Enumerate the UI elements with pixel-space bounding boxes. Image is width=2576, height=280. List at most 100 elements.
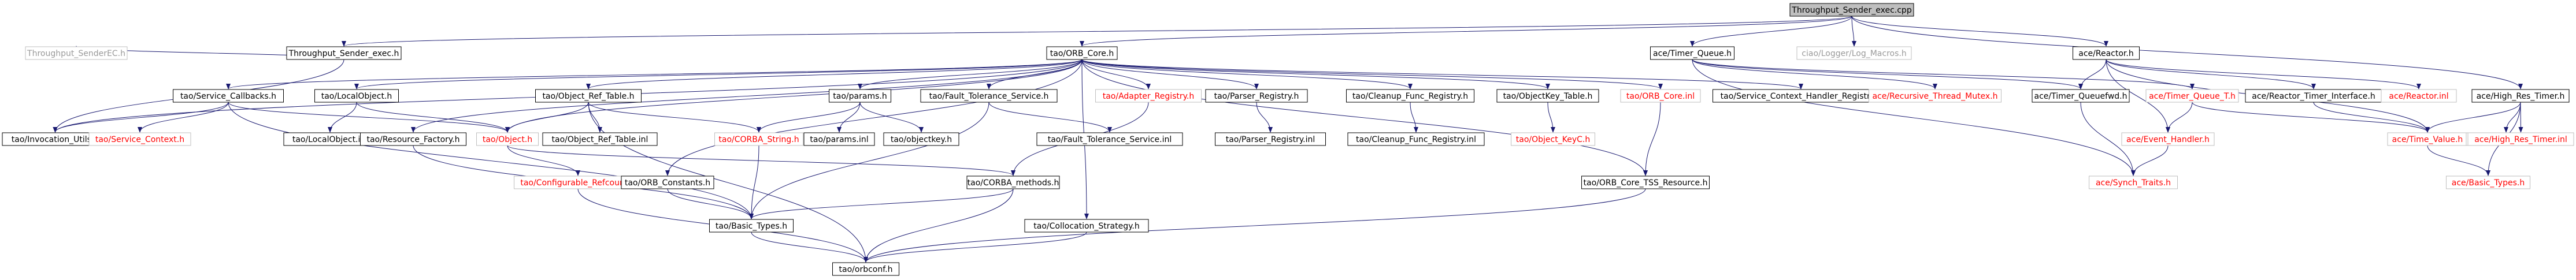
edge-throughput-sender-exec-cpp-to-ace-high-res-timer-h [1851, 16, 2523, 89]
node-ace-high-res-timer-inl: ace/High_Res_Timer.inl [2467, 132, 2574, 146]
node-tao-corba-methods-h[interactable]: tao/CORBA_methods.h [966, 176, 1060, 189]
node-ace-reactor-inl: ace/Reactor.inl [2381, 89, 2457, 103]
nodes-layer: Throughput_Sender_exec.cppThroughput_Sen… [2, 3, 2574, 276]
edge-tao-fault-tolerance-service-h-to-tao-basic-types-h [749, 102, 989, 219]
node-box [1496, 89, 1599, 103]
node-label: tao/Service_Context.h [95, 135, 184, 144]
node-tao-invocation-utils-h[interactable]: tao/Invocation_Utils.h [2, 132, 109, 146]
node-box [1095, 89, 1202, 103]
node-tao-object-ref-table-inl[interactable]: tao/Object_Ref_Table.inl [542, 132, 658, 146]
edge-tao-params-h-to-tao-objectkey-h [859, 102, 924, 133]
edge-tao-orb-core-h-to-tao-localobject-h [354, 59, 1083, 89]
node-label: ace/Synch_Traits.h [2096, 178, 2171, 188]
edge-tao-orb-core-h-to-tao-adapter-registry-h [1081, 59, 1151, 89]
node-ace-high-res-timer-h[interactable]: ace/High_Res_Timer.h [2471, 89, 2570, 103]
edge-ace-timer-queue-h-to-ace-timer-queue-t-h [1692, 59, 2195, 89]
node-label: tao/LocalObject.inl [292, 135, 368, 144]
node-label: ace/High_Res_Timer.inl [2474, 135, 2567, 144]
node-ace-recursive-thread-mutex-h: ace/Recursive_Thread_Mutex.h [1869, 89, 2002, 103]
edge-tao-localobject-h-to-tao-object-h [356, 102, 510, 133]
node-tao-collocation-strategy-h[interactable]: tao/Collocation_Strategy.h [1024, 219, 1149, 233]
edge-ace-high-res-timer-h-to-ace-time-value-h [2425, 102, 2521, 133]
node-tao-localobject-h[interactable]: tao/LocalObject.h [314, 89, 399, 103]
node-label: tao/objectkey.h [891, 135, 952, 144]
node-label: tao/ORB_Core.inl [1626, 92, 1695, 101]
edge-tao-orb-core-h-to-tao-service-context-handler-registry-h [1081, 59, 1803, 89]
node-tao-cleanup-func-registry-inl[interactable]: tao/Cleanup_Func_Registry.inl [1347, 132, 1485, 146]
edge-tao-service-callbacks-h-to-tao-service-context-h [138, 102, 229, 133]
node-tao-service-callbacks-h[interactable]: tao/Service_Callbacks.h [173, 89, 284, 103]
node-label: tao/CORBA_methods.h [968, 178, 1059, 188]
node-box [1789, 3, 1914, 17]
node-box [1620, 89, 1701, 103]
node-box [2089, 176, 2178, 189]
node-ace-reactor-timer-interface-h[interactable]: ace/Reactor_Timer_Interface.h [2245, 89, 2382, 103]
node-tao-basic-types-h[interactable]: tao/Basic_Types.h [709, 219, 794, 233]
edge-throughput-sender-exec-cpp-to-ciao-logger-log-macros-h [1851, 16, 1856, 47]
edge-ace-time-value-h-to-ace-basic-types-h [2427, 145, 2490, 176]
edge-throughput-sender-exec-cpp-to-ace-timer-queue-h [1690, 16, 1852, 47]
edge-tao-objectkey-table-h-to-tao-object-keyc-h [1547, 102, 1555, 133]
edge-throughput-sender-exec-cpp-to-ace-reactor-h [1851, 16, 2108, 47]
node-tao-orbconf-h[interactable]: tao/orbconf.h [832, 262, 899, 276]
node-label: tao/Object_Ref_Table.h [542, 92, 634, 101]
node-ace-reactor-h[interactable]: ace/Reactor.h [2073, 46, 2140, 60]
node-label: ace/Reactor.h [2078, 49, 2133, 58]
node-box [803, 132, 875, 146]
node-box [2145, 89, 2239, 103]
node-tao-orb-core-tss-resource-h[interactable]: tao/ORB_Core_TSS_Resource.h [1581, 176, 1710, 189]
node-label: tao/ObjectKey_Table.h [1503, 92, 1593, 101]
node-tao-objectkey-table-h[interactable]: tao/ObjectKey_Table.h [1496, 89, 1599, 103]
node-throughput-sender-exec-h[interactable]: Throughput_Sender_exec.h [286, 46, 402, 60]
node-tao-service-context-handler-registry-h[interactable]: tao/Service_Context_Handler_Registry.h [1713, 89, 1889, 103]
node-tao-orb-constants-h[interactable]: tao/ORB_Constants.h [621, 176, 714, 189]
node-tao-parser-registry-h[interactable]: tao/Parser_Registry.h [1205, 89, 1308, 103]
node-tao-orb-core-inl: tao/ORB_Core.inl [1620, 89, 1701, 103]
node-box [709, 219, 794, 233]
node-tao-objectkey-h[interactable]: tao/objectkey.h [883, 132, 959, 146]
node-tao-parser-registry-inl[interactable]: tao/Parser_Registry.inl [1215, 132, 1326, 146]
edge-tao-object-h-to-tao-configurable-refcount-h [507, 145, 580, 176]
node-tao-fault-tolerance-service-inl[interactable]: tao/Fault_Tolerance_Service.inl [1036, 132, 1183, 146]
node-box [314, 89, 399, 103]
node-label: tao/Parser_Registry.inl [1226, 135, 1315, 144]
node-label: ciao/Logger/Log_Macros.h [1802, 49, 1906, 58]
edge-tao-object-ref-table-h-to-tao-orbconf-h [588, 102, 868, 263]
node-ace-timer-queue-h[interactable]: ace/Timer_Queue.h [1650, 46, 1734, 60]
node-box [2471, 89, 2570, 103]
node-ace-time-value-h: ace/Time_Value.h [2387, 132, 2468, 146]
node-box [2467, 132, 2574, 146]
node-tao-service-context-h: tao/Service_Context.h [88, 132, 191, 146]
node-tao-cleanup-func-registry-h[interactable]: tao/Cleanup_Func_Registry.h [1346, 89, 1474, 103]
edge-tao-corba-methods-h-to-tao-orbconf-h [863, 188, 1014, 263]
node-box [1205, 89, 1308, 103]
node-label: tao/Cleanup_Func_Registry.h [1352, 92, 1468, 101]
edge-ace-timer-queue-t-h-to-ace-event-handler-h [2166, 102, 2193, 133]
edge-tao-orb-core-h-to-tao-parser-registry-h [1081, 59, 1259, 89]
node-tao-params-inl[interactable]: tao/params.inl [803, 132, 875, 146]
edge-ace-timer-queue-h-to-ace-recursive-thread-mutex-h [1692, 59, 1937, 89]
node-tao-params-h[interactable]: tao/params.h [829, 89, 891, 103]
edge-tao-service-callbacks-h-to-tao-basic-types-h [228, 102, 754, 219]
node-throughput-sender-exec-cpp[interactable]: Throughput_Sender_exec.cpp [1789, 3, 1914, 17]
node-label: ace/Event_Handler.h [2126, 135, 2210, 144]
node-box [173, 89, 284, 103]
node-label: tao/Collocation_Strategy.h [1033, 222, 1139, 231]
node-label: tao/Configurable_Refcount.h [520, 178, 635, 188]
edge-tao-fault-tolerance-service-h-to-tao-fault-tolerance-service-inl [988, 102, 1112, 133]
node-label: ace/Timer_Queue.h [1653, 49, 1732, 58]
node-box [2073, 46, 2140, 60]
node-label: tao/CORBA_String.h [718, 135, 799, 144]
node-label: tao/LocalObject.h [321, 92, 392, 101]
node-tao-orb-core-h[interactable]: tao/ORB_Core.h [1046, 46, 1118, 60]
edge-tao-orb-core-h-to-tao-service-callbacks-h [226, 59, 1083, 89]
node-tao-fault-tolerance-service-h[interactable]: tao/Fault_Tolerance_Service.h [920, 89, 1058, 103]
node-box [1347, 132, 1485, 146]
node-tao-object-ref-table-h[interactable]: tao/Object_Ref_Table.h [535, 89, 642, 103]
node-box [832, 262, 899, 276]
node-label: tao/Cleanup_Func_Registry.inl [1356, 135, 1476, 144]
node-tao-resource-factory-h[interactable]: tao/Resource_Factory.h [360, 132, 466, 146]
node-tao-localobject-inl[interactable]: tao/LocalObject.inl [283, 132, 377, 146]
node-tao-object-keyc-h: tao/Object_KeyC.h [1511, 132, 1595, 146]
node-ace-timer-queuefwd-h[interactable]: ace/Timer_Queuefwd.h [2032, 89, 2130, 103]
